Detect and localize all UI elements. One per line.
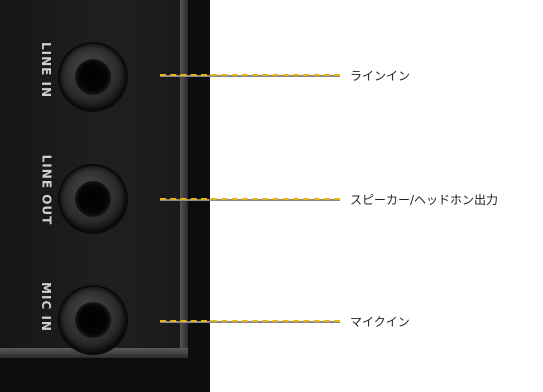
line-in-jack <box>60 44 126 110</box>
audio-panel-photo: LINE IN LINE OUT MIC IN <box>0 0 210 392</box>
callout-mic-in: マイクイン <box>350 315 410 329</box>
leader-line-shadow <box>160 321 340 323</box>
panel-label-line-in: LINE IN <box>39 41 54 99</box>
panel-label-line-out: LINE OUT <box>39 154 54 226</box>
panel-label-mic-in: MIC IN <box>39 282 53 332</box>
leader-line-shadow <box>160 75 340 77</box>
callout-speaker-headphone-out: スピーカー/ヘッドホン出力 <box>350 193 499 207</box>
line-out-jack <box>60 166 126 232</box>
mic-in-jack <box>60 287 126 353</box>
panel-bevel-right <box>180 0 188 356</box>
leader-line-line-out <box>160 198 340 200</box>
leader-line-shadow <box>160 199 340 201</box>
panel-bevel-bottom <box>0 348 188 358</box>
callout-line-in: ラインイン <box>350 69 411 83</box>
leader-line-mic-in <box>160 320 340 322</box>
leader-line-line-in <box>160 74 340 76</box>
